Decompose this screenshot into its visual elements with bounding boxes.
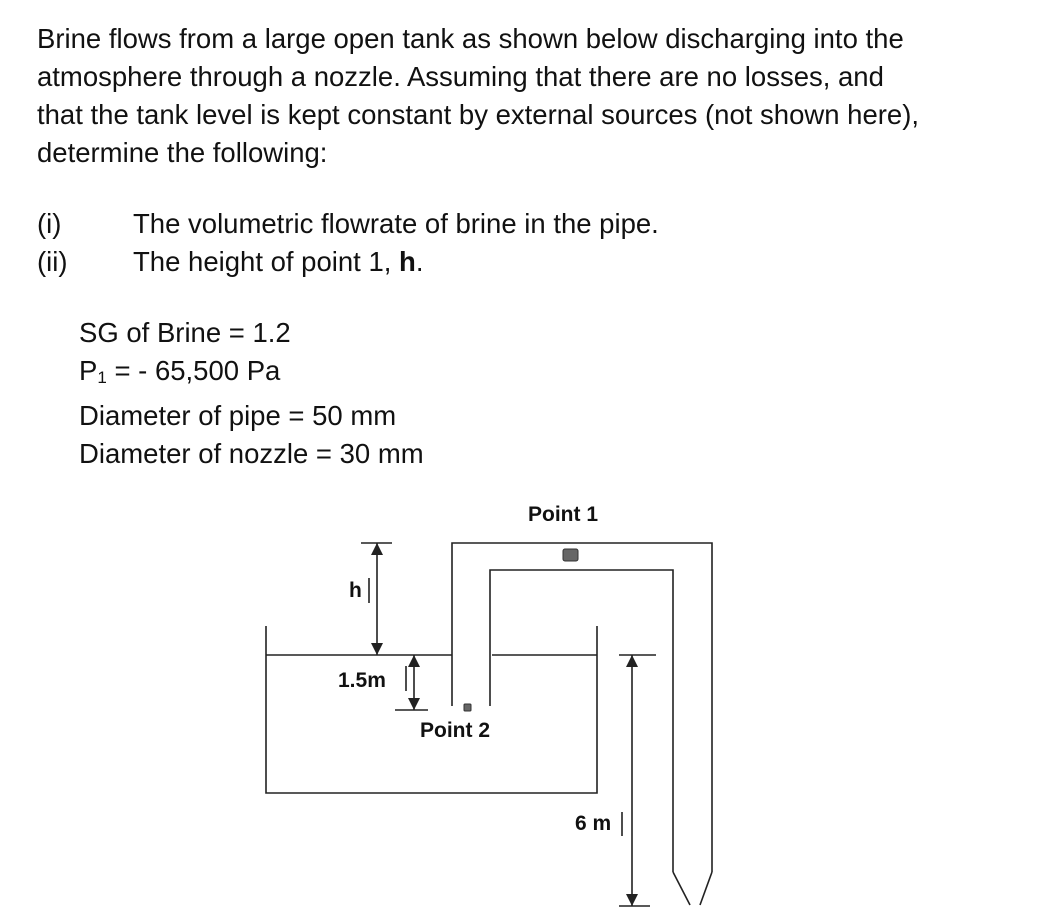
point2-label: Point 2 bbox=[420, 719, 490, 742]
dim-15-label: 1.5m bbox=[338, 669, 386, 692]
pipe-outer-wall bbox=[451, 542, 713, 872]
question-item-i: (i) The volumetric flowrate of brine in t… bbox=[37, 205, 659, 243]
h-arrow-up bbox=[371, 543, 383, 555]
given-pipe-diameter: Diameter of pipe = 50 mm bbox=[79, 400, 397, 431]
nozzle-right bbox=[699, 871, 713, 906]
intro-line-1: Brine flows from a large open tank as sh… bbox=[37, 23, 904, 54]
item-end: . bbox=[415, 246, 424, 277]
question-item-ii: (ii) The height of point 1, h. bbox=[37, 243, 423, 281]
given-pressure: P1 = - 65,500 Pa bbox=[79, 352, 424, 397]
item-text: The volumetric flowrate of brine in the … bbox=[133, 208, 659, 239]
item-number: (ii) bbox=[37, 246, 68, 277]
pressure-symbol: P bbox=[79, 355, 98, 386]
given-data: SG of Brine = 1.2 P1 = - 65,500 Pa Diame… bbox=[79, 314, 424, 473]
pressure-subscript: 1 bbox=[97, 368, 107, 387]
tank-outline bbox=[265, 626, 598, 794]
dim-15-arrow-down bbox=[408, 698, 420, 710]
item-text: The height of point 1, bbox=[133, 246, 400, 277]
item-number: (i) bbox=[37, 208, 62, 239]
problem-statement: Brine flows from a large open tank as sh… bbox=[37, 20, 1047, 172]
intro-line-2: atmosphere through a nozzle. Assuming th… bbox=[37, 61, 884, 92]
given-sg: SG of Brine = 1.2 bbox=[79, 317, 291, 348]
point2-marker bbox=[463, 703, 472, 712]
intro-line-4: determine the following: bbox=[37, 137, 328, 168]
given-nozzle-diameter: Diameter of nozzle = 30 mm bbox=[79, 438, 424, 469]
point1-label: Point 1 bbox=[528, 503, 598, 526]
diagram-lines bbox=[265, 542, 713, 907]
item-variable: h bbox=[399, 246, 416, 277]
dim-6-arrow-down bbox=[626, 894, 638, 906]
pressure-value: = - 65,500 Pa bbox=[106, 355, 281, 386]
dim-6-label: 6 m bbox=[575, 812, 611, 835]
h-label: h bbox=[349, 579, 362, 602]
intro-line-3: that the tank level is kept constant by … bbox=[37, 99, 920, 130]
dim-6-arrow-up bbox=[626, 655, 638, 667]
h-arrow-down bbox=[371, 643, 383, 655]
point1-marker bbox=[562, 548, 579, 562]
diagram-arrowheads bbox=[371, 543, 638, 906]
dim-15-arrow-up bbox=[408, 655, 420, 667]
nozzle-left bbox=[672, 871, 691, 906]
pipe-inner-wall bbox=[489, 569, 674, 872]
